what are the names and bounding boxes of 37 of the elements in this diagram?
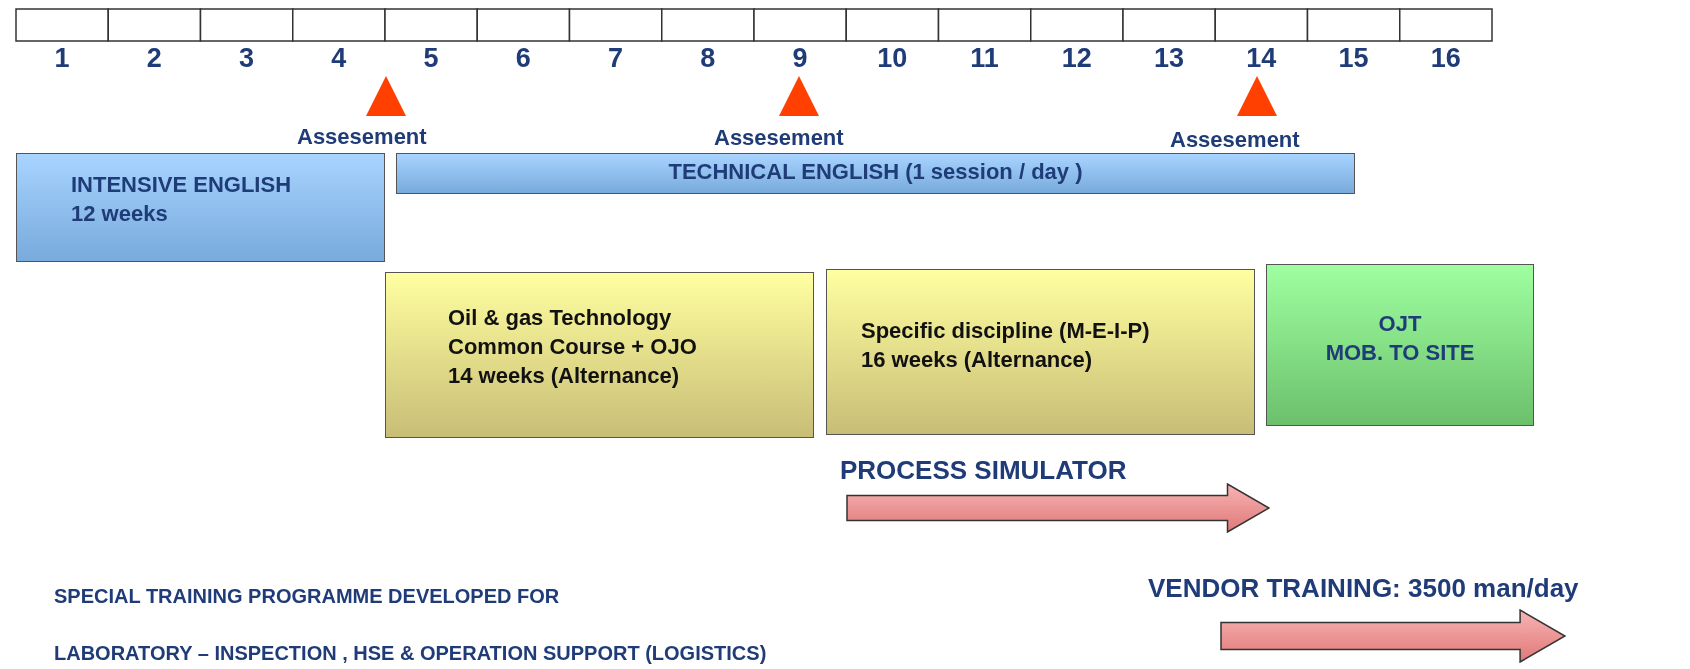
note-text: SPECIAL TRAINING PROGRAMME DEVELOPED FOR: [54, 585, 560, 608]
week-number: 5: [422, 43, 440, 74]
phase-duration: 12 weeks: [71, 200, 169, 228]
phase-bar: [396, 153, 1355, 194]
week-number: 8: [699, 43, 717, 74]
arrow-heading: VENDOR TRAINING: 3500 man/day: [1148, 573, 1579, 604]
phase-bar: [1266, 264, 1534, 426]
phase-title: OJT: [1377, 310, 1423, 338]
milestone-label: Assesement: [714, 125, 844, 151]
week-number: 15: [1337, 43, 1370, 74]
week-number: 11: [969, 43, 1000, 74]
week-number: 13: [1153, 43, 1186, 74]
phase-bar: [16, 153, 385, 262]
week-number: 14: [1245, 43, 1278, 74]
phase-duration: 14 weeks (Alternance): [448, 362, 681, 390]
week-number: 6: [514, 43, 532, 74]
milestone-label: Assesement: [1170, 127, 1300, 153]
phase-bar: [826, 269, 1255, 435]
phase-title: TECHNICAL ENGLISH (1 session / day ): [667, 158, 1084, 186]
week-number: 7: [607, 43, 625, 74]
phase-title: INTENSIVE ENGLISH: [71, 171, 293, 199]
week-number: 3: [238, 43, 256, 74]
phase-duration: 16 weeks (Alternance): [861, 346, 1094, 374]
week-number: 2: [145, 43, 163, 74]
note-text: LABORATORY – INSPECTION , HSE & OPERATION SUPPORT (LOGISTICS): [54, 642, 767, 665]
phase-duration: MOB. TO SITE: [1324, 339, 1476, 367]
week-number: 10: [876, 43, 909, 74]
arrow-heading: PROCESS SIMULATOR: [840, 455, 1127, 486]
phase-title: Specific discipline (M-E-I-P): [861, 317, 1151, 345]
week-number: 1: [53, 43, 71, 74]
phase-bar: [385, 272, 814, 438]
week-number: 9: [791, 43, 809, 74]
week-number: 4: [330, 43, 348, 74]
phase-title: Oil & gas Technology Common Course + OJO: [448, 304, 698, 361]
week-number: 16: [1429, 43, 1462, 74]
week-number: 12: [1060, 43, 1093, 74]
milestone-label: Assesement: [297, 124, 427, 150]
